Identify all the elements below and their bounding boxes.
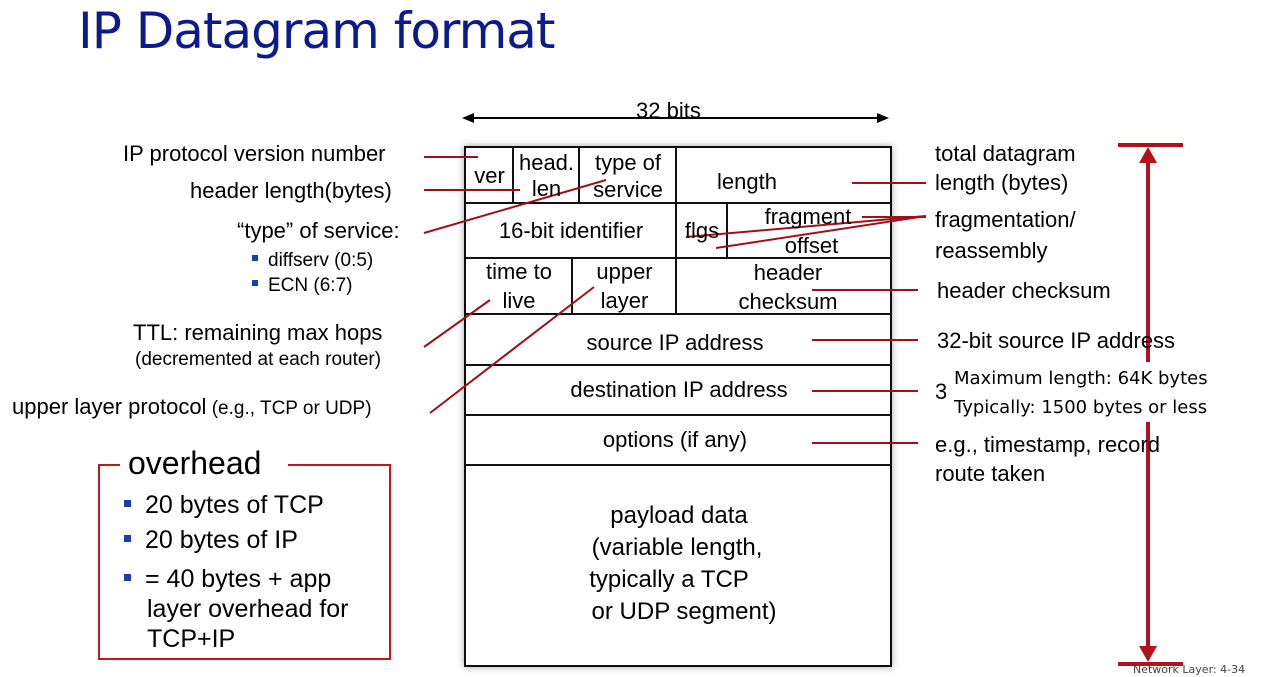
overhead-item-tcp: 20 bytes of TCP [124, 490, 324, 520]
overhead-item-total-line2: layer overhead for [147, 595, 349, 623]
page-title: IP Datagram format [78, 2, 556, 60]
field-upper-layer: upper layer [596, 259, 653, 313]
label-dest-address-partial: 3 [935, 379, 948, 404]
field-head-len: head. len [518, 149, 575, 201]
label-source-address: 32-bit source IP address [937, 328, 1176, 353]
field-payload: payload data (variable length, typically… [589, 502, 777, 625]
field-source-address: source IP address [586, 330, 764, 355]
overhead-item-total: = 40 bytes + app [124, 564, 331, 594]
bullet-icon [252, 254, 258, 261]
label-service-ecn: ECN (6:7) [252, 273, 352, 299]
overhead-item-total-line3: TCP+IP [147, 625, 236, 653]
overhead-box-top-left [98, 464, 120, 466]
field-fragment-offset: fragment offset [764, 204, 852, 258]
overhead-box-top-right [288, 464, 389, 466]
label-options-2: route taken [935, 461, 1046, 486]
label-total-length-2: length (bytes) [935, 170, 1069, 195]
bullet-icon [252, 279, 258, 286]
field-flags: flgs [684, 218, 720, 243]
label-header-length: header length(bytes) [190, 178, 392, 203]
overhead-box [98, 464, 391, 660]
label-fragmentation-1: fragmentation/ [935, 207, 1076, 232]
overhead-title: overhead [128, 445, 262, 481]
label-ttl: TTL: remaining max hops [133, 320, 383, 345]
bullet-icon [124, 499, 131, 507]
label-options-1: e.g., timestamp, record [935, 432, 1160, 457]
field-identifier: 16-bit identifier [498, 218, 644, 243]
label-ttl-note: (decremented at each router) [135, 349, 382, 370]
label-upper-layer: upper layer protocol (e.g., TCP or UDP) [12, 394, 372, 419]
slide-footer: Network Layer: 4-34 [1133, 663, 1246, 676]
bullet-icon [124, 573, 131, 581]
label-service: “type” of service: [237, 218, 400, 243]
label-total-length-1: total datagram [935, 141, 1076, 166]
field-length: length [717, 168, 777, 194]
label-service-diffserv: diffserv (0:5) [252, 248, 373, 274]
overhead-item-ip: 20 bytes of IP [124, 525, 298, 555]
field-type-of-service: type of service [593, 149, 663, 202]
label-fragmentation-2: reassembly [935, 238, 1048, 263]
label-version: IP protocol version number [123, 141, 386, 166]
bullet-icon [124, 534, 131, 542]
field-ttl: time to live [485, 259, 553, 313]
field-destination-address: destination IP address [570, 377, 788, 402]
label-header-checksum: header checksum [937, 278, 1111, 303]
field-options: options (if any) [602, 427, 748, 452]
field-ver: ver [474, 162, 505, 188]
field-header-checksum: header checksum [738, 260, 838, 314]
max-length-note: Maximum length: 64K bytes Typically: 150… [946, 362, 1254, 422]
